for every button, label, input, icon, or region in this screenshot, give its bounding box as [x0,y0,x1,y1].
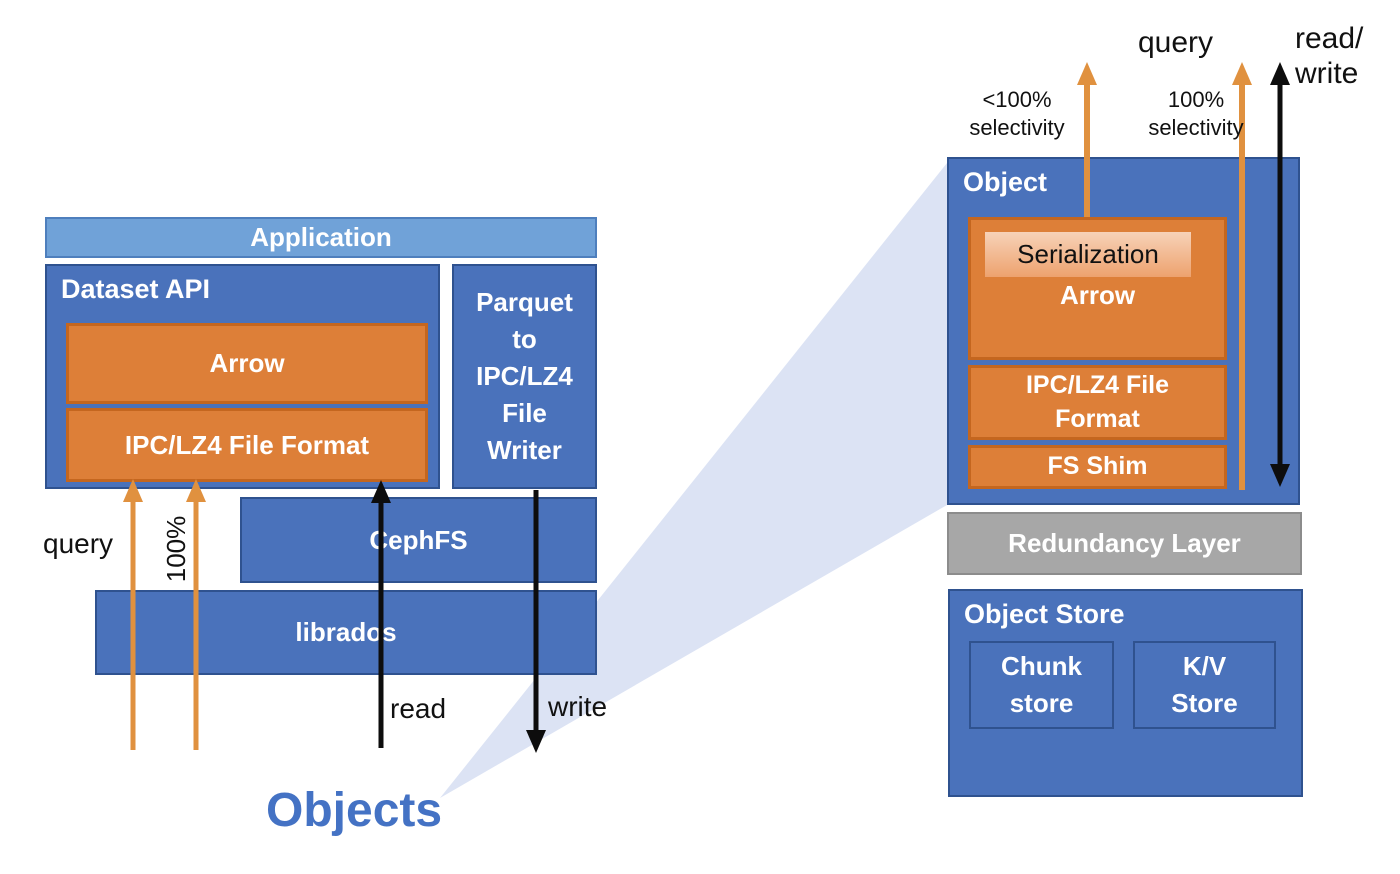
serialization-label: Serialization [1017,239,1159,269]
read-write-label: read/ write [1295,22,1364,90]
query-label: query [43,528,114,559]
eq100-selectivity-label: 100% selectivity [1148,87,1244,141]
object-store-box: Object Store Chunk store K/V Store [948,589,1303,797]
arrow-right-label-wrap: Arrow [971,278,1224,312]
redundancy-layer-box: Redundancy Layer [947,512,1302,575]
chunk-store-label: Chunk store [1001,651,1082,718]
read-label: read [390,693,447,724]
librados-label: librados [295,617,397,648]
arrow-label: Arrow [209,348,285,379]
dataset-api-box: Dataset API Arrow IPC/LZ4 File Format [45,264,440,489]
ipc-lz4-box: IPC/LZ4 File Format [66,408,428,482]
ipc-lz4-file-format-box: IPC/LZ4 File Format [968,365,1227,440]
librados-box: librados [95,590,597,675]
object-store-label: Object Store [964,599,1125,629]
query-right-label: query [1137,26,1214,59]
fs-shim-label: FS Shim [1047,452,1148,481]
serialization-box: Serialization [985,232,1191,277]
arrow-right-label: Arrow [1059,279,1136,310]
cephfs-label: CephFS [369,524,468,555]
ipc-lz4-label: IPC/LZ4 File Format [124,429,370,460]
parquet-writer-box: Parquet to IPC/LZ4 File Writer [452,264,597,489]
lt100-selectivity-label: <100% selectivity [969,87,1065,141]
fs-shim-box: FS Shim [968,445,1227,489]
parquet-writer-label: Parquet to IPC/LZ4 File Writer [476,287,573,465]
selectivity-100-label: 100% [161,515,192,583]
application-box: Application [45,217,597,258]
object-label: Object [963,167,1048,197]
arrow-serialization-box: Serialization Arrow [968,217,1227,360]
arrow-box: Arrow [66,323,428,404]
cephfs-box: CephFS [240,497,597,583]
ipc-lz4-file-format-label: IPC/LZ4 File Format [1025,370,1170,433]
write-label: write [548,691,608,722]
kv-store-box: K/V Store [1133,641,1276,729]
objects-label: Objects [266,784,443,837]
kv-store-label: K/V Store [1171,651,1238,718]
redundancy-layer-label: Redundancy Layer [1008,528,1241,559]
dataset-api-label: Dataset API [61,274,211,304]
chunk-store-box: Chunk store [969,641,1114,729]
application-label: Application [250,222,392,253]
object-box: Object Serialization Arrow IPC/LZ4 File … [947,157,1300,505]
